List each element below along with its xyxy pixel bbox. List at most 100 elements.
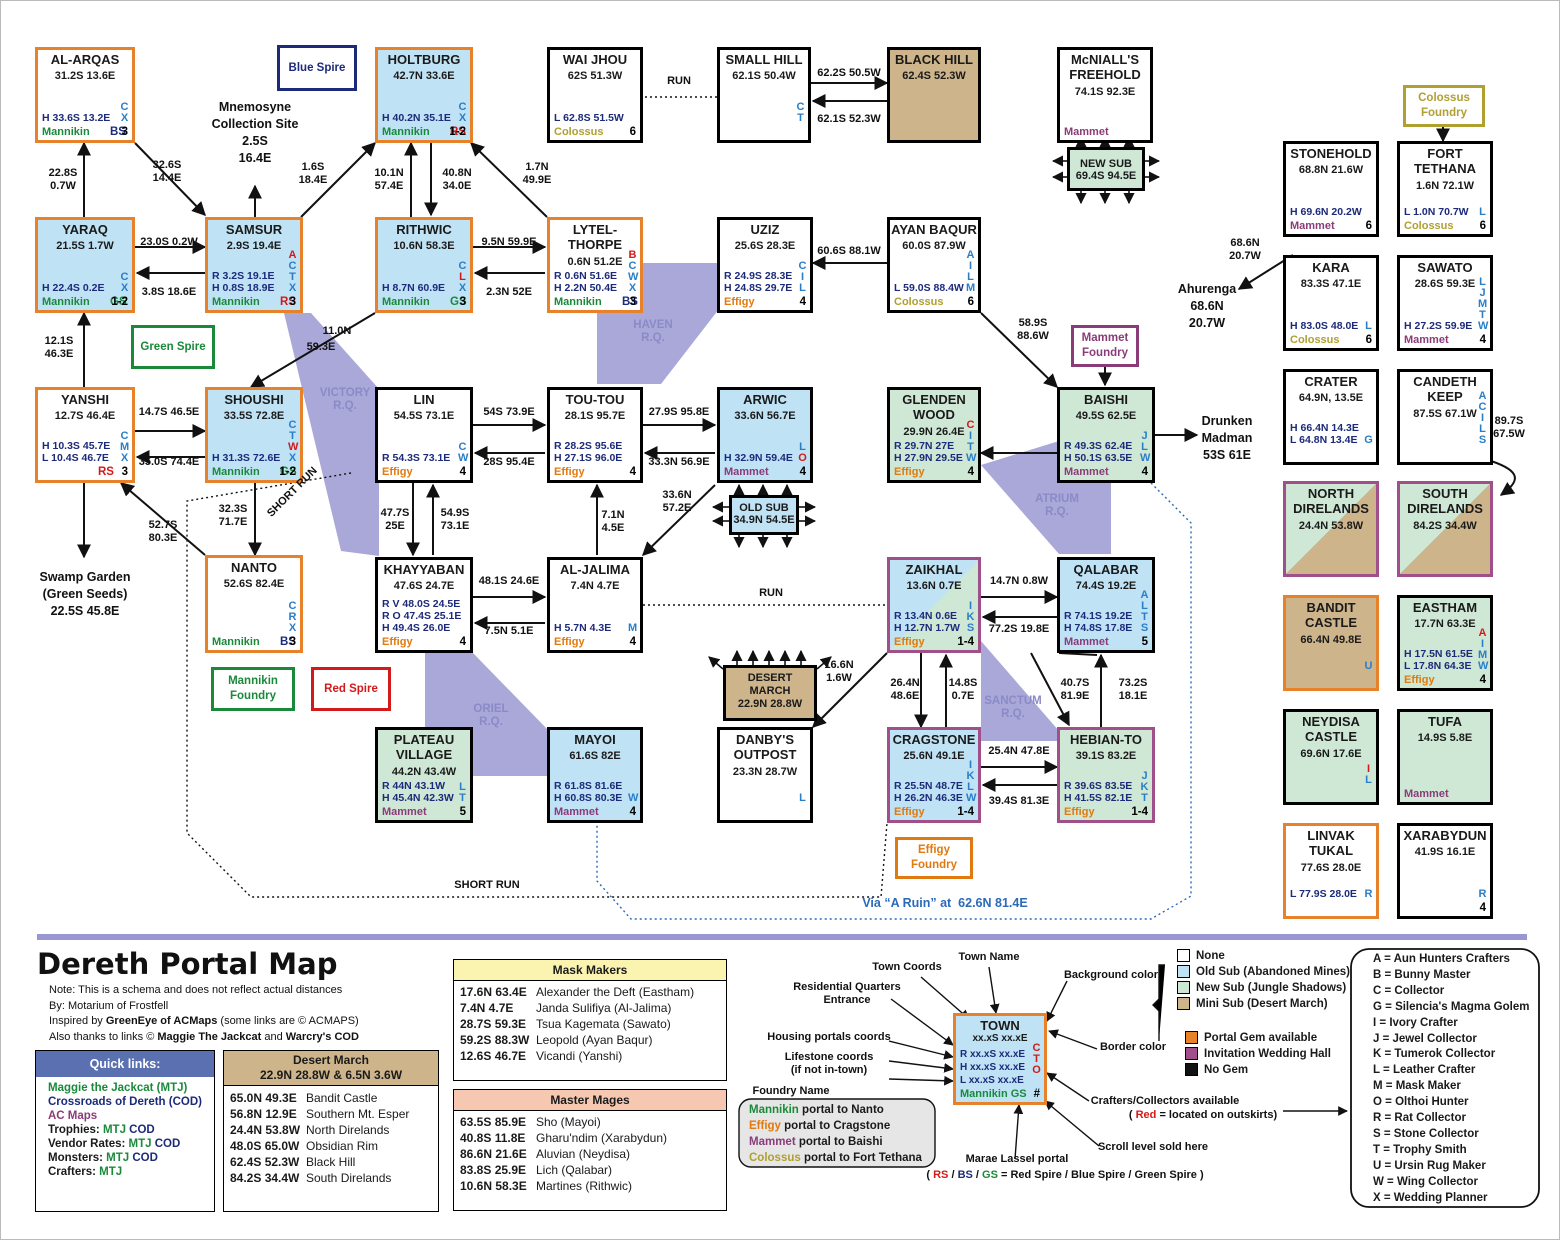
town-portal-coords: H 74.8S 17.8E [1064, 622, 1133, 634]
crafter-desc: Jewel Collector [1392, 1032, 1477, 1045]
town-foundry: Effigy [1404, 674, 1435, 686]
crafter-letter: G [1364, 434, 1373, 446]
crafter-letter: W [966, 452, 977, 464]
crafter-letter: I [1373, 1016, 1377, 1029]
cod-link[interactable]: COD [154, 1138, 181, 1150]
special-green-spire[interactable]: Green Spire [131, 325, 215, 369]
foundry-name: Colossus [749, 1151, 801, 1164]
sample-name: TOWN [980, 1018, 1020, 1033]
maggie-link[interactable]: Maggie The Jackcat [157, 1030, 262, 1043]
special-blue-spire[interactable]: Blue Spire [277, 45, 357, 91]
mtj-link[interactable]: MTJ [128, 1138, 152, 1150]
desert-march-coords: 22.9N 28.8W & 6.5N 3.6W [259, 1068, 403, 1082]
town-crafters: L [1478, 207, 1487, 218]
mtj-link[interactable]: MTJ [102, 1124, 126, 1136]
crafter-letter: L [459, 781, 466, 793]
cod-link[interactable]: Warcry's COD [285, 1030, 359, 1043]
town-name: BAISHI [1083, 392, 1129, 407]
special-effigy-foundry[interactable]: Effigy Foundry [895, 837, 973, 879]
link-label: 54S 73.9E [483, 406, 535, 418]
special-colossus-foundry[interactable]: Colossus Foundry [1403, 85, 1485, 127]
special-red-spire[interactable]: Red Spire [311, 667, 391, 711]
town-scroll-level: 3 [289, 296, 296, 308]
crafter-letter: S [1478, 434, 1487, 446]
town-portal-coords: H 60.8S 80.3E [554, 792, 623, 804]
town-coords: 28.6S 59.3E [1414, 278, 1476, 290]
cod-link[interactable]: COD [129, 1124, 155, 1136]
cod-link[interactable]: COD [132, 1152, 158, 1164]
special-mammet-foundry[interactable]: Mammet Foundry [1071, 325, 1139, 367]
quick-link[interactable]: Crossroads of Dereth (COD) [48, 1096, 202, 1108]
note-part: ( [926, 1169, 934, 1181]
town-foundry: Effigy [894, 466, 925, 478]
link-label: 47.7S 25E [380, 507, 410, 532]
crafter-letter: W [1478, 320, 1489, 332]
quick-link[interactable]: Maggie the Jackcat (MTJ) [48, 1082, 188, 1094]
town-coords: 74.1S 92.3E [1074, 86, 1136, 98]
town-scroll-level: 4 [459, 636, 466, 648]
town-portal-coords: H 2.2N 50.4E [554, 282, 618, 294]
town-foundry: Mannikin [42, 126, 90, 138]
mtj-link[interactable]: MTJ [99, 1166, 123, 1178]
greeneye-link[interactable]: GreenEye of ACMaps [105, 1015, 218, 1027]
note-part: ( [1128, 1109, 1136, 1121]
row-coords: 24.4N 53.8W [230, 1123, 301, 1137]
special-mannikin-foundry[interactable]: Mannikin Foundry [211, 667, 295, 711]
town-foundry: Mammet [554, 806, 599, 818]
quick-link[interactable]: AC Maps [48, 1110, 98, 1122]
crafter-letter: I [1366, 763, 1371, 775]
link-label: 3.8S 18.6E [141, 286, 197, 298]
mtj-link[interactable]: MTJ [106, 1152, 130, 1164]
link-label: 1.7N 49.9E [522, 161, 552, 186]
